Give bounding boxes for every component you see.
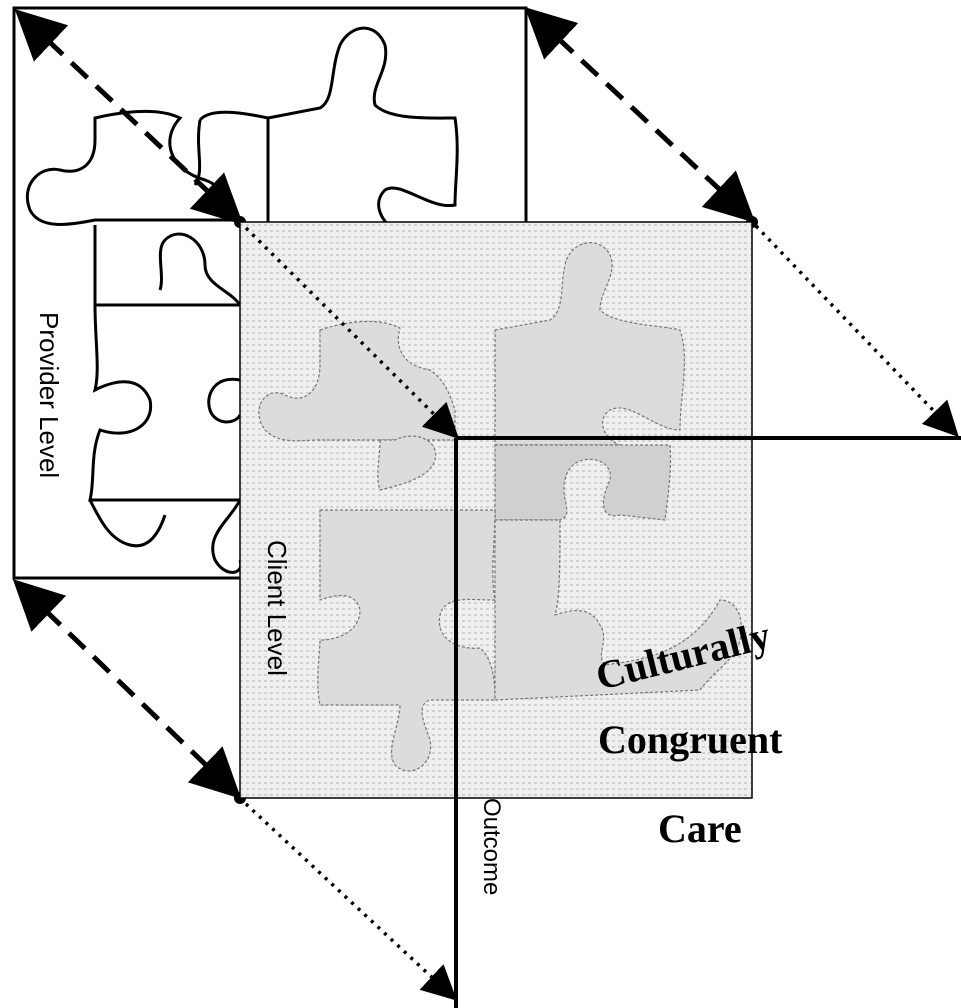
outcome-frame	[454, 436, 961, 1008]
client-level-label: Client Level	[262, 540, 292, 676]
care-title-line2: Congruent	[598, 717, 783, 762]
care-title: Culturally Congruent Care	[591, 612, 783, 851]
dotted-connectors	[244, 224, 959, 1001]
connector-bottom-left	[12, 579, 246, 804]
provider-level-label: Provider Level	[34, 312, 64, 478]
client-puzzle-pieces	[258, 242, 742, 772]
care-title-line3: Care	[658, 806, 742, 851]
outcome-label: Outcome	[478, 798, 505, 895]
connector-top-right	[524, 7, 758, 228]
client-panel: Client Level	[239, 221, 753, 799]
